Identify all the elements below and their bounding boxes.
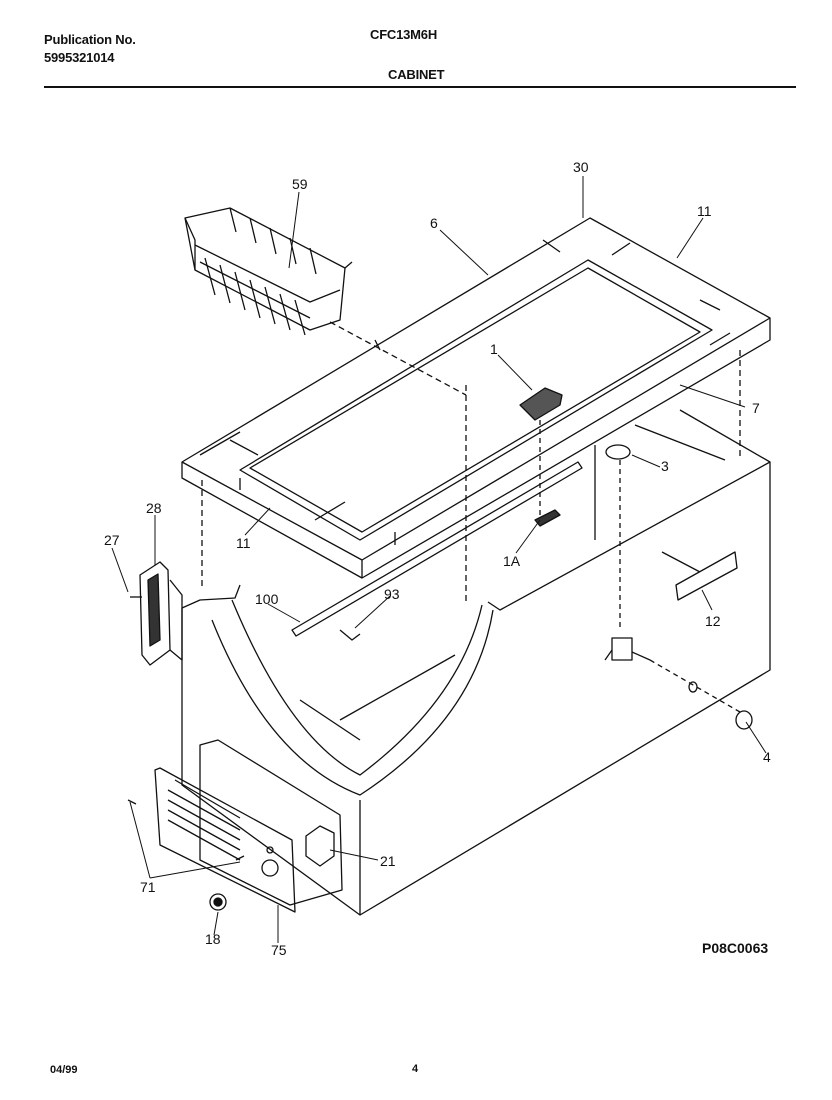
callout-93: 93 [384, 586, 400, 602]
callout-6: 6 [430, 215, 438, 231]
screws-71 [127, 799, 245, 861]
cabinet-body [181, 321, 771, 916]
drain-assembly [604, 444, 753, 730]
callout-4: 4 [763, 749, 771, 765]
trim-strip [291, 461, 583, 637]
callout-3: 3 [661, 458, 669, 474]
footer-page-number: 4 [412, 1063, 419, 1075]
rating-label [675, 551, 738, 601]
screw-93 [339, 629, 361, 641]
callout-1: 1 [490, 341, 498, 357]
callout-7: 7 [752, 400, 760, 416]
callout-28: 28 [146, 500, 162, 516]
relay [305, 825, 335, 867]
callout-12: 12 [705, 613, 721, 629]
lid-frame [181, 217, 771, 579]
publication-label: Publication No. [44, 32, 136, 47]
footer-date: 04/99 [50, 1064, 78, 1076]
callout-11-bottom: 11 [236, 535, 251, 551]
callout-18: 18 [205, 931, 221, 947]
leveling-foot [209, 893, 227, 911]
hinge [130, 561, 183, 666]
callout-1a: 1A [503, 553, 521, 569]
leader-lines [111, 176, 767, 943]
model-number: CFC13M6H [370, 27, 438, 42]
callout-100: 100 [255, 591, 279, 607]
diagram-code: P08C0063 [702, 940, 768, 956]
latch-strike [534, 509, 561, 527]
callout-21: 21 [380, 853, 396, 869]
callouts: 59 30 6 11 1 7 3 1A 28 27 11 100 93 12 4… [104, 159, 771, 958]
callout-27: 27 [104, 532, 120, 548]
header-rule [44, 86, 796, 88]
section-title: CABINET [388, 67, 445, 82]
callout-59: 59 [292, 176, 308, 192]
callout-30: 30 [573, 159, 589, 175]
wire-basket [184, 207, 353, 336]
callout-75: 75 [271, 942, 287, 958]
callout-11-top: 11 [697, 203, 712, 219]
publication-number: 5995321014 [44, 50, 115, 65]
callout-71: 71 [140, 879, 156, 895]
rear-grille [154, 739, 343, 913]
lid-handle [519, 387, 563, 515]
